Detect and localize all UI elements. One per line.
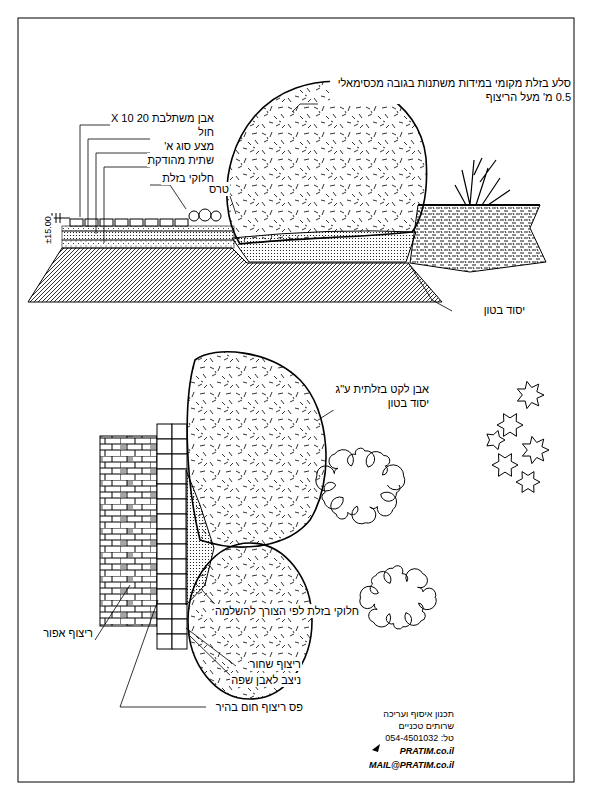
paving-tile	[157, 589, 172, 604]
paving-tile	[157, 424, 172, 439]
elevation-mark: ±15.00	[42, 215, 54, 244]
layer-label: טרס	[208, 182, 230, 196]
paving-tile	[157, 544, 172, 559]
paver-block	[100, 219, 113, 226]
part-label: חלוקי בזלת לפי הצורך להשלמה	[214, 604, 360, 618]
paver-block	[130, 219, 143, 226]
plant-symbol	[487, 431, 505, 450]
layer-label: שתית מהודקת	[147, 153, 216, 167]
title-block-text: PRATIM.co.il	[399, 745, 455, 757]
part-label: ניצב לאבן שפה	[230, 673, 302, 687]
paving-tile	[157, 634, 172, 649]
paver-block	[115, 219, 128, 226]
paving-tile	[157, 484, 172, 499]
paving-tile	[157, 604, 172, 619]
paving-tile	[172, 529, 187, 544]
paving-tile	[157, 559, 172, 574]
paving-tile	[172, 544, 187, 559]
layer-label: אבן משתלבת 20 X 10	[110, 111, 215, 125]
paver-block	[70, 219, 83, 226]
paving-tile	[157, 619, 172, 634]
paving-tile	[157, 574, 172, 589]
paver-block	[160, 219, 173, 226]
paving-tile	[157, 529, 172, 544]
paving-tile	[172, 589, 187, 604]
paving-tile	[172, 499, 187, 514]
plant-symbol	[497, 414, 523, 437]
layer-label: מצע סוג א'	[163, 139, 215, 153]
plant-symbol	[516, 472, 540, 493]
note-text: סלע בזלת מקומי במידות משתנות בגובה מכסימ…	[330, 76, 572, 104]
paving-tile	[172, 574, 187, 589]
paving-tile	[172, 484, 187, 499]
paving-tile	[172, 634, 187, 649]
plant-symbol	[522, 436, 549, 463]
plant-symbol	[492, 454, 518, 477]
part-label: יסוד בטון	[483, 303, 526, 317]
paving-tile	[172, 514, 187, 529]
part-label: פס ריצוף חום בהיר	[215, 700, 304, 714]
paving-tile	[172, 559, 187, 574]
paving-tile	[157, 439, 172, 454]
part-label: אבן לקט בזלתית ע"ג יסוד בטון	[333, 382, 430, 410]
part-label: ריצוף שחור	[249, 657, 303, 671]
title-block-text: MAIL@PRATIM.co.il	[368, 759, 455, 771]
plant-symbol	[517, 381, 544, 408]
paving-tile	[157, 469, 172, 484]
plant-symbol	[316, 448, 405, 524]
paver-block	[175, 219, 188, 226]
title-block-text: טל: 054-4501032	[384, 732, 455, 744]
paving-tile	[157, 454, 172, 469]
paving-tile	[172, 604, 187, 619]
paver-block	[145, 219, 158, 226]
layer-label: חול	[197, 125, 215, 139]
paving-tile	[172, 469, 187, 484]
layer-label: חלוקי בזלת	[161, 171, 215, 185]
paving-tile	[157, 499, 172, 514]
paving-tile	[172, 424, 187, 439]
title-block-text: תכנון איסוף ועריכה	[382, 708, 455, 720]
paving-tile	[157, 514, 172, 529]
title-block-text: שרותים טכניים	[398, 720, 455, 732]
plant-symbol	[360, 566, 436, 629]
paving-tile	[172, 454, 187, 469]
part-label: ריצוף אפור	[42, 626, 94, 640]
paving-tile	[172, 439, 187, 454]
paving-tile	[172, 619, 187, 634]
